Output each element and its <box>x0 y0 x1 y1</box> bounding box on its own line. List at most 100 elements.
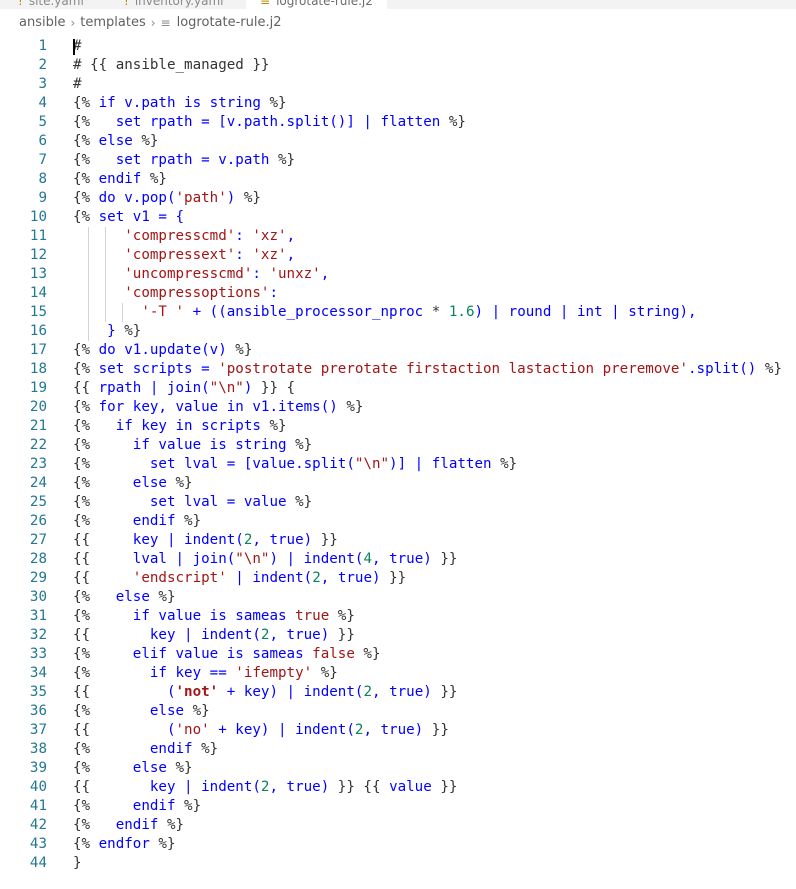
code-token: {% <box>73 190 99 206</box>
code-line[interactable]: 16 } %} <box>0 322 796 341</box>
code-line[interactable]: 6{% else %} <box>0 132 796 151</box>
code-line[interactable]: 15 '-T ' + ((ansible_processor_nproc * 1… <box>0 303 796 322</box>
code-line[interactable]: 41{% endif %} <box>0 797 796 816</box>
code-token: %} <box>260 418 287 434</box>
line-number: 16 <box>29 323 47 339</box>
code-line[interactable]: 20{% for key, value in v1.items() %} <box>0 398 796 417</box>
code-line[interactable]: 29{{ 'endscript' | indent(2, true) }} <box>0 569 796 588</box>
line-number: 6 <box>38 133 47 149</box>
tab-inventory-yaml[interactable]: ! inventory.yaml <box>124 0 224 9</box>
code-token: {{ <box>73 570 99 586</box>
breadcrumb-item-file[interactable]: logrotate-rule.j2 <box>176 15 282 30</box>
code-token: {% <box>73 494 99 510</box>
code-line[interactable]: 37{{ ('no' + key) | indent(2, true) }} <box>0 721 796 740</box>
tab-label: logrotate-rule.j2 <box>276 0 373 8</box>
code-line[interactable]: 30{% else %} <box>0 588 796 607</box>
code-text: # {{ ansible_managed }} <box>73 56 269 75</box>
code-text: 'compressoptions': <box>73 284 278 303</box>
code-line[interactable]: 9{% do v.pop('path') %} <box>0 189 796 208</box>
code-token: ) | round | int | string), <box>474 304 697 320</box>
line-number: 41 <box>29 798 47 814</box>
code-line[interactable]: 19{{ rpath | join("\n") }} { <box>0 379 796 398</box>
code-token: {% <box>73 798 99 814</box>
code-line[interactable]: 1# <box>0 37 796 56</box>
code-token: ( <box>98 722 176 738</box>
code-text: {% if value is string %} <box>73 436 312 455</box>
code-line[interactable]: 11 'compresscmd': 'xz', <box>0 227 796 246</box>
code-token: if value is sameas <box>98 608 296 624</box>
code-line[interactable]: 2# {{ ansible_managed }} <box>0 56 796 75</box>
code-token: + key) | indent( <box>218 684 364 700</box>
code-token: {{ <box>73 551 99 567</box>
code-token: "\n" <box>235 551 270 567</box>
code-token: , true) <box>371 551 432 567</box>
code-text: {% if v.path is string %} <box>73 94 287 113</box>
code-token: %} <box>337 399 364 415</box>
code-line[interactable]: 5{% set rpath = [v.path.split()] | flatt… <box>0 113 796 132</box>
code-token: endif <box>98 513 176 529</box>
code-line[interactable]: 33{% elif value is sameas false %} <box>0 645 796 664</box>
code-token: {% <box>73 760 99 776</box>
code-text: {% endfor %} <box>73 835 176 854</box>
code-token: %} <box>440 114 466 130</box>
code-token: 'uncompresscmd' <box>124 266 253 282</box>
code-line[interactable]: 3# <box>0 75 796 94</box>
code-token: }} <box>423 722 449 738</box>
code-line[interactable]: 8{% endif %} <box>0 170 796 189</box>
code-line[interactable]: 23{% set lval = [value.split("\n")] | fl… <box>0 455 796 474</box>
line-number: 3 <box>38 76 47 92</box>
code-line[interactable]: 14 'compressoptions': <box>0 284 796 303</box>
code-token: do v1.update(v) <box>98 342 227 358</box>
code-line[interactable]: 26{% endif %} <box>0 512 796 531</box>
code-line[interactable]: 27{{ key | indent(2, true) }} <box>0 531 796 550</box>
tab-logrotate-rule[interactable]: ≡logrotate-rule.j2 <box>246 0 387 9</box>
breadcrumb-item-ansible[interactable]: ansible <box>19 15 66 30</box>
code-token: %} <box>175 798 202 814</box>
code-line[interactable]: 40{{ key | indent(2, true) }} {{ value }… <box>0 778 796 797</box>
code-line[interactable]: 25{% set lval = value %} <box>0 493 796 512</box>
code-token: %} <box>286 437 313 453</box>
code-token: {% <box>73 456 99 472</box>
code-token: %} <box>149 589 176 605</box>
code-line[interactable]: 44} <box>0 854 796 873</box>
code-line[interactable]: 39{% else %} <box>0 759 796 778</box>
code-line[interactable]: 7{% set rpath = v.path %} <box>0 151 796 170</box>
code-token: key | indent( <box>98 779 261 795</box>
code-token: 'path' <box>175 190 227 206</box>
code-line[interactable]: 35{{ ('not' + key) | indent(2, true) }} <box>0 683 796 702</box>
code-line[interactable]: 13 'uncompresscmd': 'unxz', <box>0 265 796 284</box>
code-line[interactable]: 22{% if value is string %} <box>0 436 796 455</box>
code-line[interactable]: 28{{ lval | join("\n") | indent(4, true)… <box>0 550 796 569</box>
tab-label: inventory.yaml <box>134 0 224 8</box>
code-line[interactable]: 36{% else %} <box>0 702 796 721</box>
code-token: 2 <box>312 570 321 586</box>
code-line[interactable]: 34{% if key == 'ifempty' %} <box>0 664 796 683</box>
code-line[interactable]: 42{% endif %} <box>0 816 796 835</box>
code-line[interactable]: 38{% endif %} <box>0 740 796 759</box>
code-token: %} <box>166 760 193 776</box>
code-text: 'uncompresscmd': 'unxz', <box>73 265 329 284</box>
breadcrumb-item-templates[interactable]: templates <box>80 15 146 30</box>
code-line[interactable]: 18{% set scripts = 'postrotate prerotate… <box>0 360 796 379</box>
code-token: }} <box>431 779 458 795</box>
code-line[interactable]: 32{{ key | indent(2, true) }} <box>0 626 796 645</box>
code-line[interactable]: 4{% if v.path is string %} <box>0 94 796 113</box>
code-line[interactable]: 17{% do v1.update(v) %} <box>0 341 796 360</box>
code-line[interactable]: 31{% if value is sameas true %} <box>0 607 796 626</box>
code-token: if v.path is string <box>98 95 261 111</box>
tab-site-yaml[interactable]: !site.yaml <box>18 0 84 9</box>
code-line[interactable]: 21{% if key in scripts %} <box>0 417 796 436</box>
code-token: rpath | join( <box>98 380 210 396</box>
code-token: , <box>320 266 330 282</box>
code-editor[interactable]: 1#2# {{ ansible_managed }}3#4{% if v.pat… <box>0 37 796 873</box>
code-line[interactable]: 10{% set v1 = { <box>0 208 796 227</box>
code-token: 'no' <box>175 722 210 738</box>
code-token: %} <box>149 836 176 852</box>
line-number: 13 <box>29 266 47 282</box>
yaml-file-icon: ! <box>124 0 129 8</box>
code-text: {% if value is sameas true %} <box>73 607 355 626</box>
code-token: if key == <box>98 665 236 681</box>
code-line[interactable]: 12 'compressext': 'xz', <box>0 246 796 265</box>
code-line[interactable]: 43{% endfor %} <box>0 835 796 854</box>
code-line[interactable]: 24{% else %} <box>0 474 796 493</box>
